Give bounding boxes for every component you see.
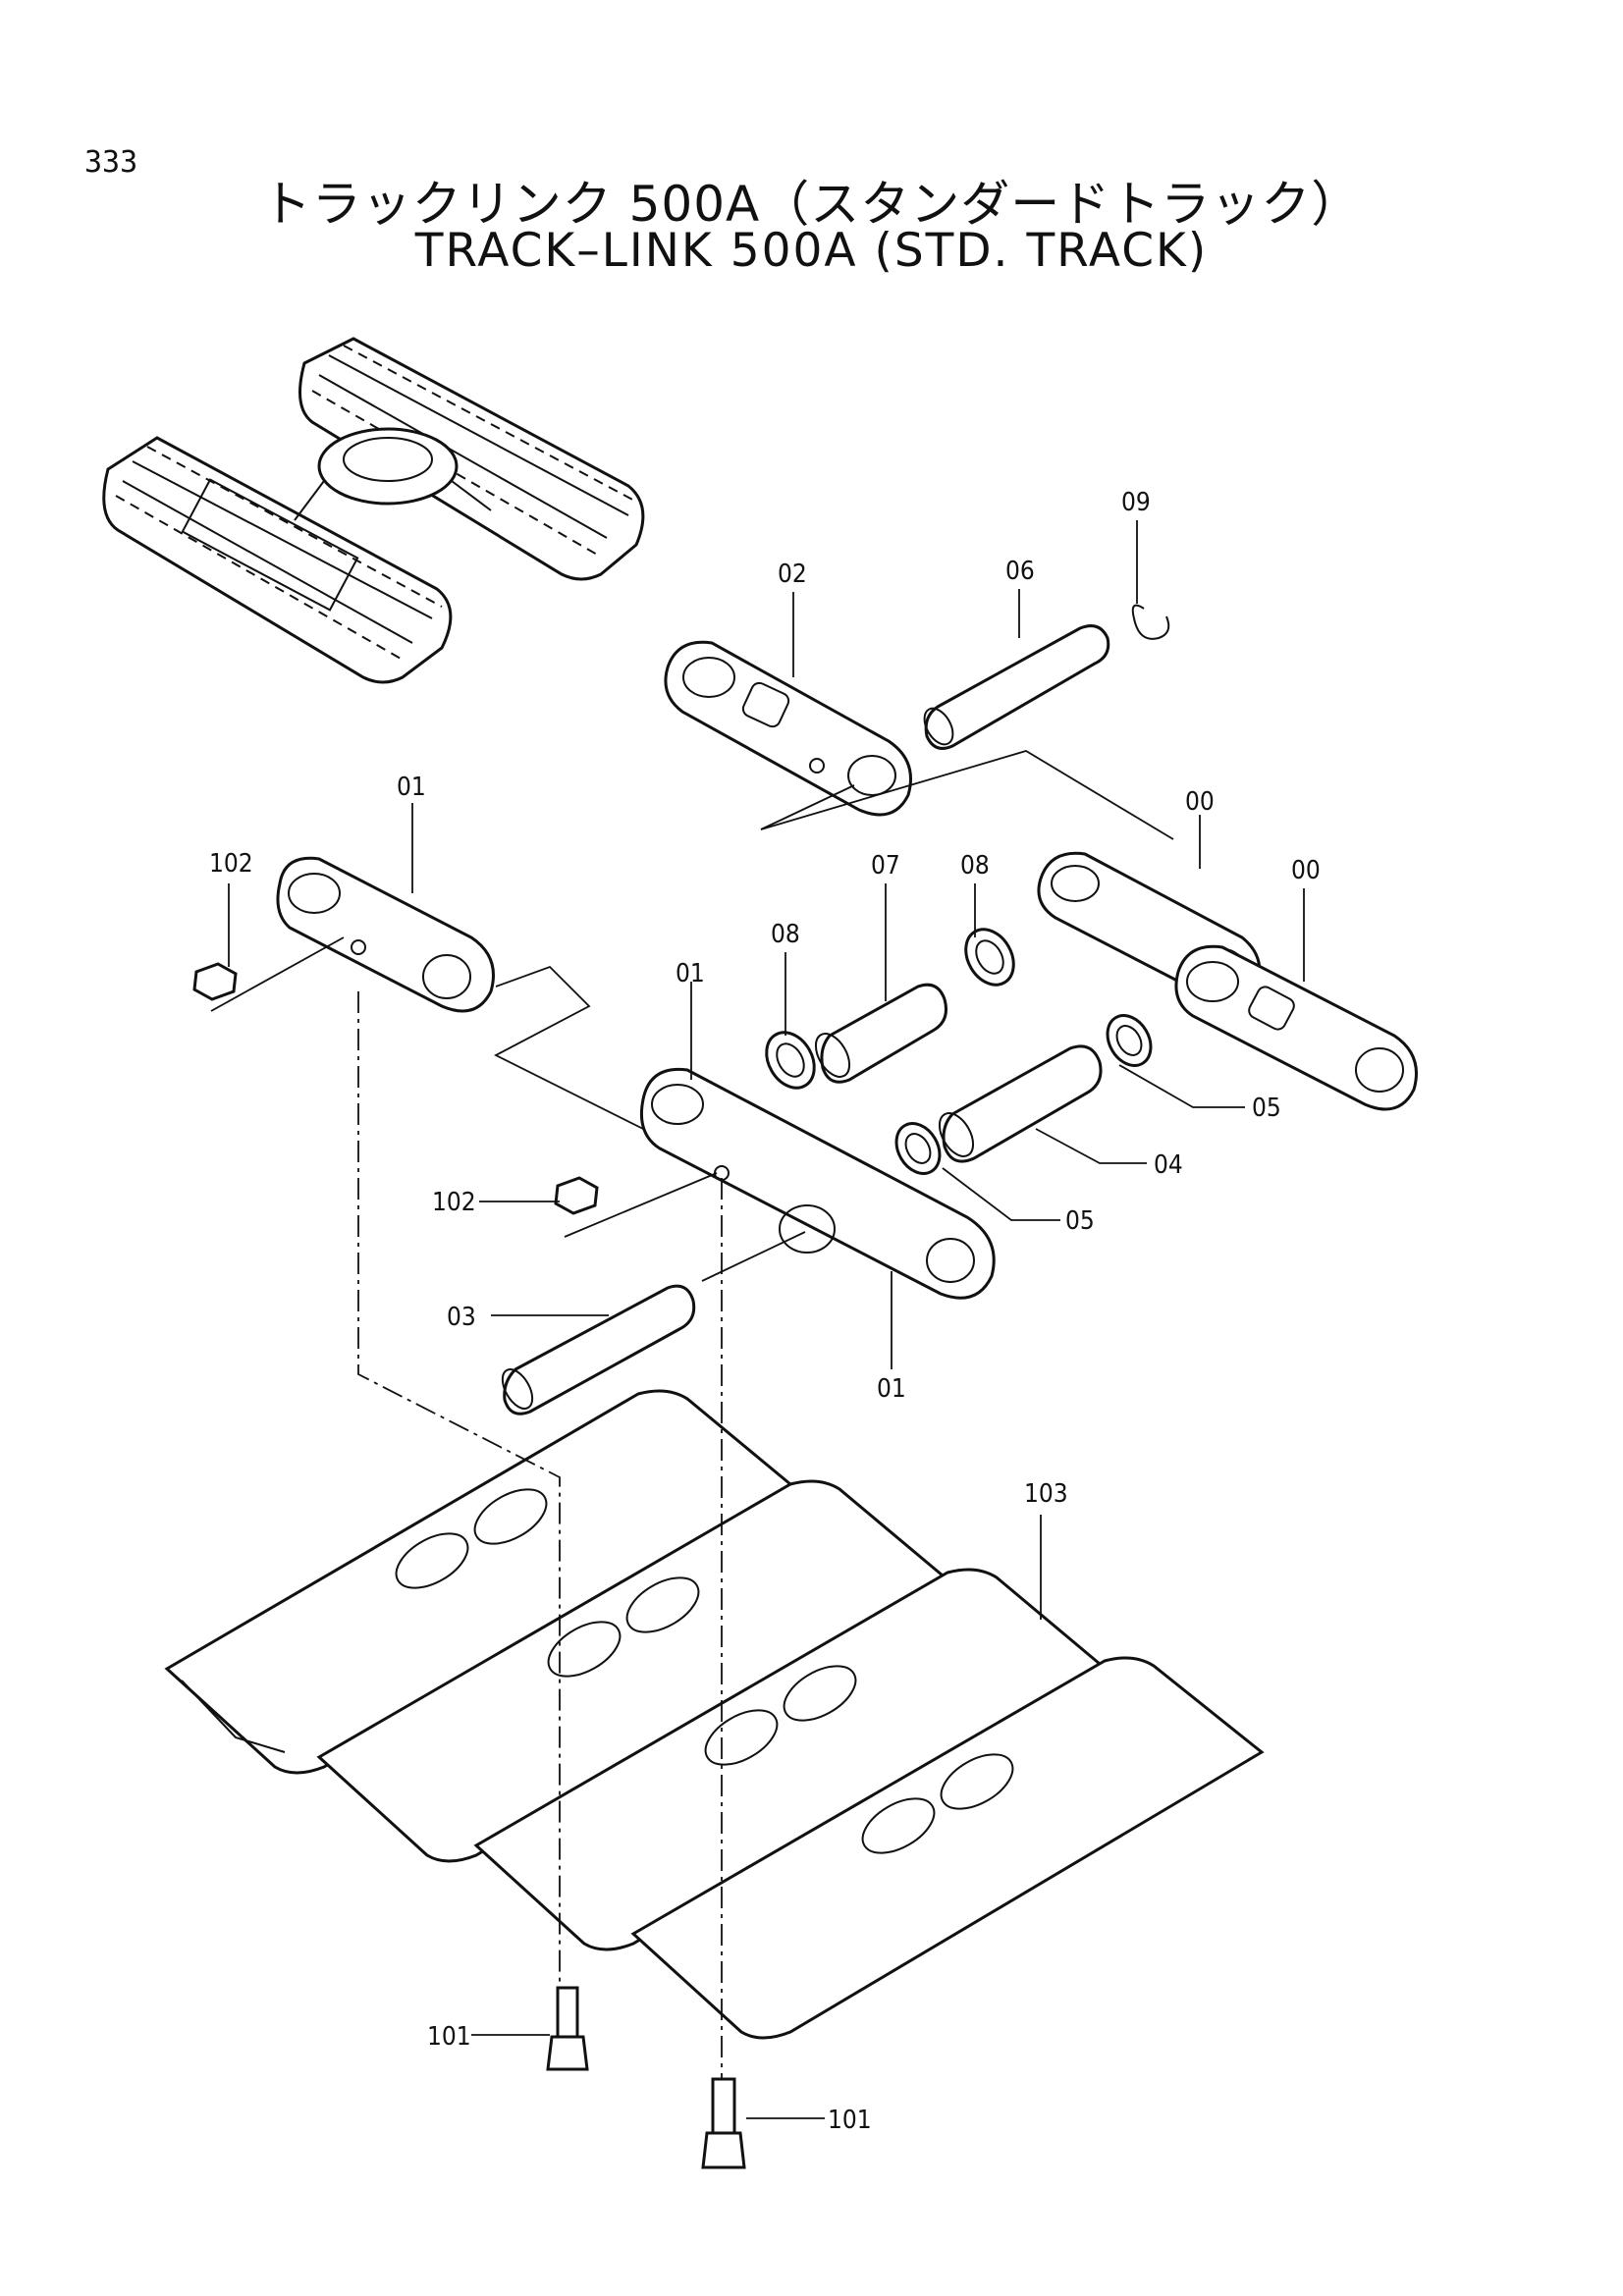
callout-05-left: 05 bbox=[1065, 1206, 1095, 1236]
bracket-nut-upper bbox=[210, 936, 345, 1012]
bracket-upper-left bbox=[760, 784, 855, 830]
pin-03 bbox=[501, 1284, 696, 1415]
link-01-center bbox=[639, 1067, 996, 1300]
pin-06 bbox=[923, 624, 1110, 750]
link-01-upper bbox=[276, 856, 495, 1013]
bolt-101-right bbox=[701, 2077, 746, 2169]
callout-03: 03 bbox=[447, 1303, 476, 1332]
link-02 bbox=[664, 640, 912, 817]
title-japanese: トラックリンク 500A（スタンダードトラック） bbox=[261, 176, 1362, 233]
title-english: TRACK–LINK 500A (STD. TRACK) bbox=[414, 224, 1209, 278]
callout-08-left: 08 bbox=[771, 920, 800, 949]
bracket-nut-lower bbox=[564, 1172, 718, 1238]
link-00-lower bbox=[1174, 944, 1418, 1111]
callout-102-lower: 102 bbox=[432, 1188, 476, 1217]
callout-07: 07 bbox=[871, 851, 900, 881]
callout-102-upper: 102 bbox=[209, 849, 253, 879]
bushing-04 bbox=[938, 1044, 1103, 1163]
callout-01-upper: 01 bbox=[397, 773, 426, 802]
track-shoes-103 bbox=[164, 1389, 1265, 2040]
seal-08-right bbox=[964, 928, 1015, 987]
callout-05-right: 05 bbox=[1252, 1094, 1281, 1123]
ring-09 bbox=[1131, 604, 1170, 640]
callout-08-right: 08 bbox=[960, 851, 990, 881]
callout-00-upper: 00 bbox=[1185, 787, 1215, 817]
seal-08-left bbox=[765, 1031, 816, 1090]
callout-04: 04 bbox=[1154, 1150, 1183, 1180]
callout-09: 09 bbox=[1121, 488, 1151, 517]
undercarriage-illustration bbox=[102, 337, 645, 684]
seal-05-left bbox=[894, 1122, 942, 1175]
bracket-upper bbox=[760, 750, 1174, 840]
callout-02: 02 bbox=[778, 560, 807, 589]
seal-05-right bbox=[1106, 1014, 1153, 1067]
callout-01-center: 01 bbox=[676, 959, 705, 988]
centerline-left bbox=[357, 991, 561, 1988]
nut-102-upper bbox=[192, 962, 238, 1001]
bolt-101-left bbox=[546, 1986, 589, 2071]
bracket-left bbox=[494, 965, 644, 1130]
callout-101-right: 101 bbox=[828, 2106, 872, 2135]
shoe-4 bbox=[630, 1656, 1265, 2040]
right-crawler bbox=[298, 337, 645, 581]
callout-01-lower: 01 bbox=[877, 1374, 906, 1404]
bushing-07 bbox=[814, 983, 947, 1084]
nut-102-lower bbox=[554, 1176, 599, 1215]
callout-06: 06 bbox=[1005, 557, 1035, 586]
callout-00-lower: 00 bbox=[1291, 856, 1321, 885]
swing-frame bbox=[294, 427, 492, 521]
callout-101-left: 101 bbox=[427, 2022, 471, 2052]
left-crawler bbox=[102, 436, 453, 684]
bracket-pin bbox=[701, 1231, 806, 1282]
callout-103: 103 bbox=[1024, 1479, 1068, 1509]
page-number: 333 bbox=[84, 145, 138, 180]
